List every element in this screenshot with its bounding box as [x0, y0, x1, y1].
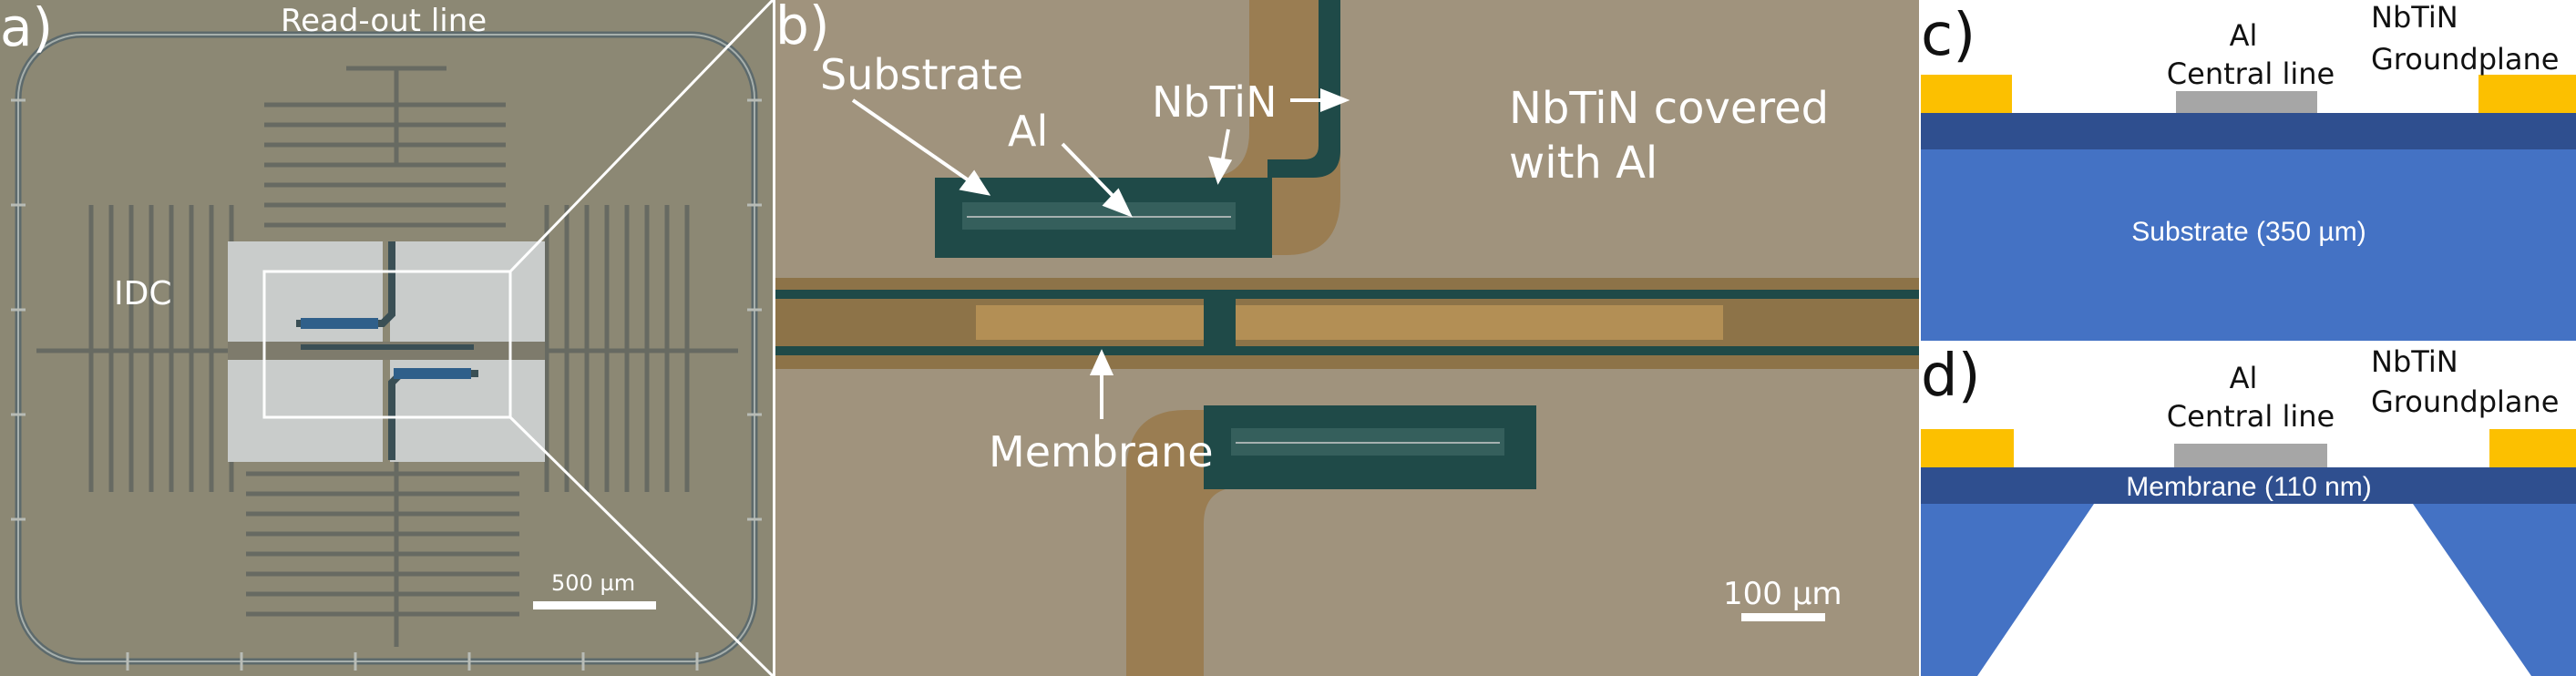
label-arrows — [851, 88, 1350, 419]
panel-b-micrograph: b) Substrate Al NbTiN NbTiN covered with… — [775, 0, 1919, 676]
al-central-line-d — [2174, 444, 2327, 467]
nbtin-label-c-1: NbTiN — [2371, 0, 2458, 35]
groundplane-left — [1921, 75, 2012, 113]
scalebar-b — [1741, 613, 1825, 621]
nbtin-label: NbTiN — [1152, 77, 1277, 127]
groundplane-left-d — [1921, 429, 2014, 467]
al-central-line — [2176, 91, 2317, 113]
substrate-cross-section: c) Al Central line NbTiN Groundplane Sub… — [1921, 0, 2576, 341]
panel-b-letter: b) — [775, 0, 829, 56]
nbtin-al-label-2: with Al — [1509, 138, 1657, 189]
panel-c-letter: c) — [1921, 2, 1976, 69]
scalebar-a — [533, 601, 656, 609]
substrate-label-c: Substrate (350 µm) — [2131, 217, 2366, 247]
substrate-left-d — [1921, 504, 2094, 676]
panel-c-schematic: c) Al Central line NbTiN Groundplane Sub… — [1921, 0, 2576, 341]
detector-bottom — [394, 368, 471, 379]
chip-overview: a) Read-out line IDC 500 µm — [0, 0, 773, 676]
chip-background — [0, 0, 773, 676]
al-label-d-1: Al — [2230, 361, 2258, 395]
al-label-c-2: Central line — [2167, 56, 2335, 91]
nbtin-label-d-2: Groundplane — [2371, 384, 2559, 419]
membrane-label: Membrane — [989, 427, 1214, 476]
idc-right — [510, 205, 738, 492]
readout-label: Read-out line — [281, 3, 487, 39]
groundplane-right-d — [2489, 429, 2576, 467]
membrane-cross-section: d) Al Central line NbTiN Groundplane Mem… — [1921, 341, 2576, 676]
nbtin-al-label-1: NbTiN covered — [1509, 83, 1829, 134]
substrate-label: Substrate — [820, 50, 1023, 99]
membrane-label-d: Membrane (110 nm) — [2126, 472, 2372, 502]
panel-d-schematic: d) Al Central line NbTiN Groundplane Mem… — [1921, 341, 2576, 676]
substrate-block — [1921, 149, 2576, 341]
al-label-d-2: Central line — [2167, 399, 2335, 434]
idc-top — [264, 66, 506, 228]
top-layer — [1921, 113, 2576, 149]
groundplane-right — [2479, 75, 2576, 113]
membrane-layer — [1921, 467, 2576, 504]
scalebar-b-label: 100 µm — [1723, 576, 1842, 612]
detector-top — [301, 318, 378, 329]
panel-d-letter: d) — [1921, 343, 1981, 410]
panel-a-letter: a) — [0, 0, 53, 58]
scalebar-a-label: 500 µm — [551, 570, 635, 596]
zoom-box — [262, 270, 512, 419]
detector-closeup: b) Substrate Al NbTiN NbTiN covered with… — [775, 0, 1919, 676]
idc-left — [36, 205, 264, 492]
nbtin-label-d-1: NbTiN — [2371, 344, 2458, 379]
idc-label: IDC — [114, 275, 171, 312]
idc-bottom — [246, 456, 519, 647]
al-label-c-1: Al — [2230, 18, 2258, 53]
panel-a-micrograph: a) Read-out line IDC 500 µm — [0, 0, 773, 676]
readout-ticks — [11, 98, 762, 671]
al-label: Al — [1008, 107, 1048, 156]
substrate-right-d — [2413, 504, 2576, 676]
nbtin-label-c-2: Groundplane — [2371, 42, 2559, 77]
